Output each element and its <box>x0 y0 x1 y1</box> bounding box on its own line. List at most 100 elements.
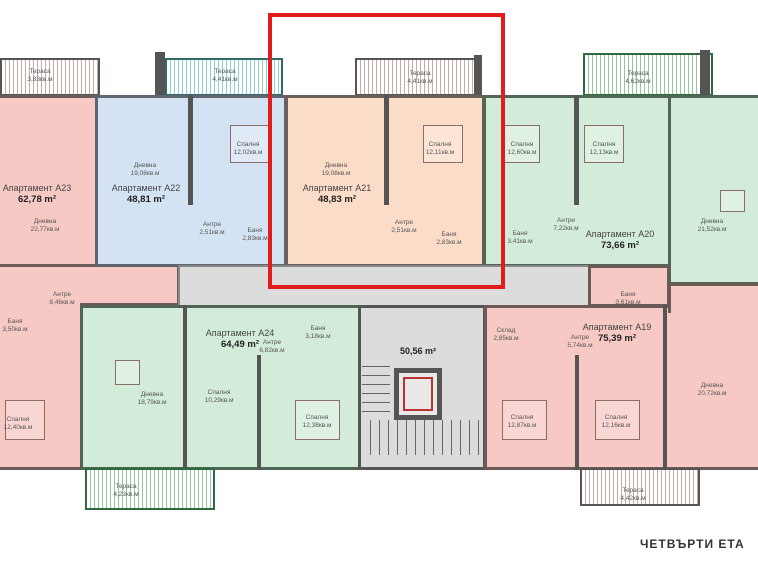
room-area: 18,79кв.м <box>137 399 167 406</box>
floor-title: ЧЕТВЪРТИ ЕТА <box>640 537 745 551</box>
room-name: Тераса <box>115 483 137 490</box>
wall <box>183 305 187 470</box>
room-area: 22,77кв.м <box>30 226 60 233</box>
room-name: Спалня <box>428 141 452 148</box>
room-name: Антре <box>202 221 222 228</box>
apartment-area: 62,78 m² <box>17 194 57 205</box>
room-name: Спалня <box>510 141 534 148</box>
room-area: 2,83кв.м <box>242 235 268 242</box>
room-name: Дневна <box>133 162 157 169</box>
apartment-a23-hall <box>80 264 180 306</box>
room-name: Дневна <box>324 162 348 169</box>
room-area: 8,46кв.м <box>49 299 75 306</box>
column <box>474 55 482 97</box>
apartment-area: 73,66 m² <box>600 240 640 251</box>
room-area: 12,02кв.м <box>233 149 263 156</box>
room-name: Тераса <box>29 68 51 75</box>
room-area: 12,16кв.м <box>601 422 631 429</box>
column <box>155 52 165 96</box>
apartment-a19[interactable] <box>484 305 758 470</box>
room-name: Антре <box>556 217 576 224</box>
room-name: Спалня <box>6 416 30 423</box>
room-area: 4,23кв.м <box>113 491 139 498</box>
apartment-area: 48,81 m² <box>126 194 166 205</box>
room-name: Баня <box>620 291 636 298</box>
room-area: 2,85кв.м <box>493 335 519 342</box>
bed <box>295 400 340 440</box>
room-area: 10,29кв.м <box>204 397 234 404</box>
room-area: 12,13кв.м <box>589 149 619 156</box>
column <box>700 50 710 98</box>
bed <box>5 400 45 440</box>
room-area: 4,41кв.м <box>212 76 238 83</box>
apartment-area: 64,49 m² <box>220 339 260 350</box>
apartment-name: Апартамент А21 <box>302 183 372 193</box>
room-name: Дневна <box>700 218 724 225</box>
room-area: 3,83кв.м <box>27 76 53 83</box>
room-name: Спалня <box>236 141 260 148</box>
room-area: 3,41кв.м <box>507 238 533 245</box>
room-name: Баня <box>512 230 528 237</box>
wall <box>257 355 261 470</box>
room-area: 4,41кв.м <box>407 78 433 85</box>
room-name: Баня <box>7 318 23 325</box>
room-area: 4,62кв.м <box>625 78 651 85</box>
room-area: 2,51кв.м <box>199 229 225 236</box>
room-name: Спалня <box>305 414 329 421</box>
dining-table <box>115 360 140 385</box>
room-area: 12,11кв.м <box>425 149 455 156</box>
room-name: Антре <box>52 291 72 298</box>
apartment-a24[interactable] <box>80 305 362 470</box>
room-name: Спалня <box>604 414 628 421</box>
bed <box>423 125 463 163</box>
apartment-area: 75,39 m² <box>597 333 637 344</box>
room-name: Тераса <box>409 70 431 77</box>
room-area: 6,82кв.м <box>259 347 285 354</box>
room-area: 19,08кв.м <box>130 170 160 177</box>
apartment-a23[interactable] <box>0 95 98 267</box>
room-area: 21,52кв.м <box>697 226 727 233</box>
room-name: Дневна <box>33 218 57 225</box>
stairs <box>362 365 390 420</box>
room-area: 12,38кв.м <box>302 422 332 429</box>
room-area: 3,50кв.м <box>2 326 28 333</box>
bed <box>502 125 540 163</box>
room-name: Антре <box>570 334 590 341</box>
terrace-a24 <box>85 468 215 510</box>
bed <box>584 125 624 163</box>
wall <box>188 95 193 205</box>
room-name: Антре <box>262 339 282 346</box>
room-area: 7,22кв.м <box>553 225 579 232</box>
elevator <box>394 368 442 420</box>
room-area: 12,60кв.м <box>507 149 537 156</box>
room-area: 3,18кв.м <box>305 333 331 340</box>
room-name: Баня <box>247 227 263 234</box>
room-area: 2,83кв.м <box>436 239 462 246</box>
room-area: 19,08кв.м <box>321 170 351 177</box>
room-area: 12,40кв.м <box>3 424 33 431</box>
room-area: 3,61кв.м <box>615 299 641 306</box>
a19-living <box>668 283 758 313</box>
